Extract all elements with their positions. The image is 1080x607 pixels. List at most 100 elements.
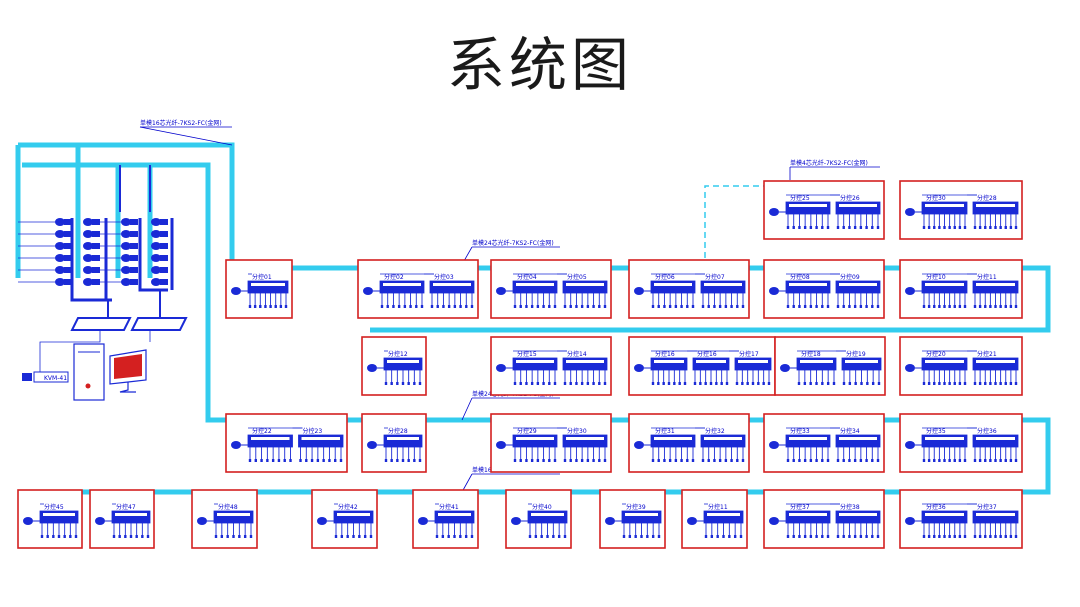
output-port (691, 459, 695, 462)
output-port (938, 305, 941, 308)
output-port (243, 535, 247, 538)
controller-label: 分控42 (338, 503, 358, 511)
output-port (815, 382, 818, 385)
output-port (724, 459, 728, 462)
transceiver-body (92, 255, 100, 261)
output-port (396, 459, 399, 462)
output-port (792, 459, 795, 462)
output-port (741, 382, 744, 385)
output-port (465, 305, 468, 308)
media-converter-icon (780, 364, 790, 372)
output-port (253, 305, 257, 308)
output-port (989, 459, 992, 462)
controller-label: 分控40 (532, 503, 552, 511)
output-port (728, 535, 731, 538)
output-port (668, 459, 672, 462)
controller-unit (972, 201, 1019, 215)
media-converter-icon (496, 441, 506, 449)
output-port (592, 305, 595, 308)
output-port (730, 459, 733, 462)
controller-label: 分控11 (977, 273, 997, 281)
media-converter-icon (634, 287, 644, 295)
output-port (340, 535, 344, 538)
controller-unit (921, 280, 968, 294)
controller-unit (434, 510, 475, 524)
output-port (663, 305, 666, 308)
output-port (586, 459, 590, 462)
cabinet: 分控11 (681, 489, 748, 549)
output-port (112, 535, 116, 538)
output-port (958, 459, 962, 462)
output-port (563, 459, 567, 462)
controller-slot (43, 513, 75, 516)
output-port (575, 382, 578, 385)
output-port (699, 382, 702, 385)
output-port (871, 459, 874, 462)
output-port (1009, 305, 1013, 308)
controller-unit (700, 280, 746, 294)
output-port (305, 459, 308, 462)
controller-slot (976, 360, 1015, 363)
transceiver-body (92, 231, 100, 237)
output-port (663, 459, 666, 462)
output-port (848, 382, 852, 385)
output-port (46, 535, 49, 538)
controller-slot (839, 283, 877, 286)
controller-slot (976, 283, 1015, 286)
output-port (871, 305, 874, 308)
controller-unit (921, 357, 968, 371)
output-port (525, 305, 528, 308)
output-port (792, 535, 795, 538)
output-port (283, 459, 286, 462)
fiber-spare-dashed (704, 185, 880, 268)
output-port (413, 382, 416, 385)
controller-unit (650, 434, 696, 448)
controller-unit (835, 434, 881, 448)
output-port (792, 305, 795, 308)
media-converter-icon (905, 208, 915, 216)
controller-slot (566, 360, 604, 363)
output-port (680, 459, 683, 462)
output-port (984, 226, 987, 229)
controller-slot (383, 283, 421, 286)
output-port (540, 535, 543, 538)
output-port (603, 382, 607, 385)
output-port (735, 382, 739, 385)
controller-unit (512, 434, 558, 448)
output-port (435, 535, 439, 538)
output-port (701, 305, 705, 308)
controller-slot (925, 360, 964, 363)
output-port (803, 226, 807, 229)
output-port (948, 382, 951, 385)
controller-label: 分控03 (434, 273, 454, 281)
output-port (751, 382, 755, 385)
output-port (713, 459, 716, 462)
transceiver-icon (121, 254, 131, 262)
transceiver-icon (83, 230, 93, 238)
output-port (254, 459, 257, 462)
controller-slot (789, 437, 827, 440)
controller-label: 分控02 (384, 273, 404, 281)
transceiver-body (92, 267, 100, 273)
output-port (842, 535, 845, 538)
output-port (548, 305, 551, 308)
media-converter-icon (634, 364, 644, 372)
output-port (680, 305, 683, 308)
output-port (369, 535, 373, 538)
controller-unit (650, 280, 696, 294)
cabinet: 分控40 (505, 489, 572, 549)
controller-label: 分控11 (708, 503, 728, 511)
output-port (513, 382, 517, 385)
output-port (876, 459, 880, 462)
transceiver-icon (151, 218, 161, 226)
controller-unit (213, 510, 254, 524)
output-port (798, 535, 801, 538)
output-port (953, 305, 956, 308)
cable-label: 单模16芯光纤-7KS2-FC(金网) (140, 119, 222, 127)
controller-label: 分控22 (252, 427, 272, 435)
transceiver-icon (55, 266, 65, 274)
